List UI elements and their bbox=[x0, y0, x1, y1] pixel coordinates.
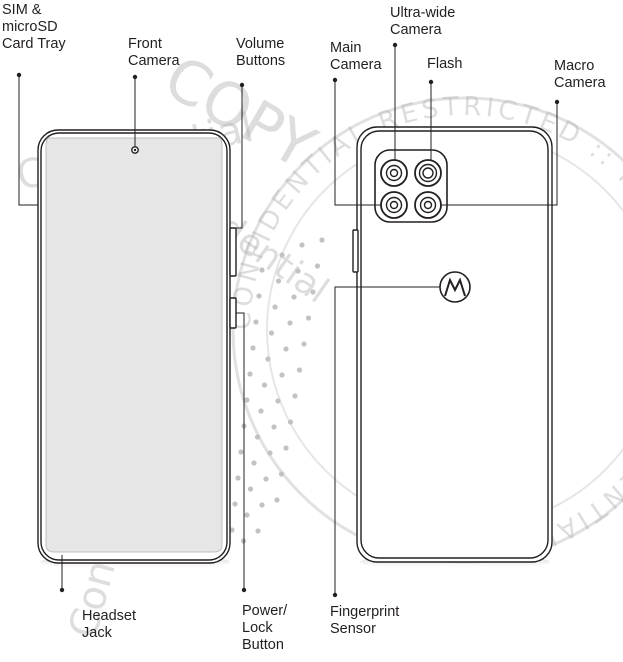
callout-power-button bbox=[236, 312, 245, 590]
watermark-dot bbox=[250, 345, 256, 351]
watermark-dot bbox=[305, 315, 312, 321]
watermark-dot bbox=[278, 471, 285, 477]
volume-buttons-shape bbox=[229, 227, 237, 277]
back-inner-edge bbox=[360, 130, 549, 559]
ultra-wide-camera-shape bbox=[414, 159, 442, 187]
watermark-dot bbox=[272, 304, 278, 310]
watermark-dot bbox=[296, 367, 303, 373]
watermark-dot bbox=[287, 419, 294, 425]
watermark-dot bbox=[287, 320, 293, 326]
label-fingerprint-sensor: Fingerprint Sensor bbox=[330, 604, 400, 637]
callout-main-camera bbox=[334, 80, 381, 206]
watermark-dot bbox=[271, 424, 277, 430]
watermark-dots bbox=[229, 237, 325, 544]
watermark-dot bbox=[310, 289, 316, 295]
watermark-dot bbox=[263, 476, 269, 482]
watermark-dot bbox=[291, 294, 297, 300]
watermark-dot bbox=[319, 237, 325, 243]
label-headset-jack: Headset Jack bbox=[82, 608, 137, 641]
watermark-dot bbox=[268, 330, 275, 336]
label-front-camera: Front Camera bbox=[128, 36, 180, 69]
main-camera-shape bbox=[380, 159, 408, 187]
front-inner-bezel bbox=[40, 132, 228, 561]
callout-macro-camera bbox=[441, 102, 558, 206]
label-main-camera: Main Camera bbox=[330, 40, 382, 73]
watermark-dot bbox=[283, 445, 289, 451]
callout-volume-buttons bbox=[236, 85, 243, 229]
watermark-dot bbox=[247, 486, 254, 492]
watermark-dot bbox=[279, 252, 285, 258]
callout-fingerprint bbox=[334, 286, 440, 595]
watermark-dot bbox=[265, 356, 271, 362]
watermark-dot bbox=[247, 371, 253, 377]
watermark-dot bbox=[279, 372, 285, 378]
label-ultra-wide-camera: Ultra-wide Camera bbox=[390, 5, 456, 38]
label-macro-camera: Macro Camera bbox=[554, 58, 606, 91]
watermark-dot bbox=[275, 398, 281, 404]
watermark-dot bbox=[275, 278, 282, 284]
watermark-dot bbox=[261, 382, 268, 388]
label-power-lock-button: Power/ Lock Button bbox=[242, 603, 288, 653]
watermark-dot bbox=[255, 528, 261, 534]
watermark-dot bbox=[283, 346, 289, 352]
label-volume-buttons: Volume Buttons bbox=[236, 36, 286, 69]
callout-sim-tray bbox=[18, 75, 38, 206]
watermark-dot bbox=[235, 475, 241, 481]
back-side-button bbox=[352, 229, 359, 273]
watermark-dot bbox=[301, 341, 307, 347]
watermark-dot bbox=[258, 408, 264, 414]
watermark-dot bbox=[314, 263, 321, 269]
watermark-dot bbox=[259, 267, 265, 273]
watermark-dot bbox=[238, 449, 244, 455]
watermark-dot bbox=[274, 497, 280, 503]
watermark-dot bbox=[232, 501, 238, 507]
motorola-logo-icon bbox=[444, 277, 466, 297]
label-flash: Flash bbox=[427, 56, 463, 72]
watermark-dot bbox=[292, 393, 298, 399]
front-screen bbox=[45, 137, 223, 553]
callout-dots bbox=[16, 42, 560, 598]
watermark-dot bbox=[244, 512, 250, 518]
label-sim-tray: SIM & microSD Card Tray bbox=[2, 2, 66, 52]
back-body bbox=[356, 126, 553, 563]
watermark-dot bbox=[299, 242, 305, 248]
watermark-dot bbox=[254, 434, 261, 440]
phone-back-view bbox=[352, 126, 553, 570]
watermark-dot bbox=[251, 460, 257, 466]
watermark-dot bbox=[256, 293, 262, 299]
phone-front-view bbox=[37, 129, 237, 570]
watermark-dot bbox=[259, 502, 265, 508]
callout-lines bbox=[18, 45, 558, 595]
watermark-dot bbox=[244, 397, 250, 403]
watermark-dot bbox=[267, 450, 273, 456]
watermark-dot bbox=[295, 268, 301, 274]
fingerprint-sensor-shape bbox=[439, 271, 471, 303]
camera-module bbox=[374, 149, 448, 223]
power-button-shape bbox=[229, 297, 237, 329]
watermark-dot bbox=[253, 319, 259, 325]
